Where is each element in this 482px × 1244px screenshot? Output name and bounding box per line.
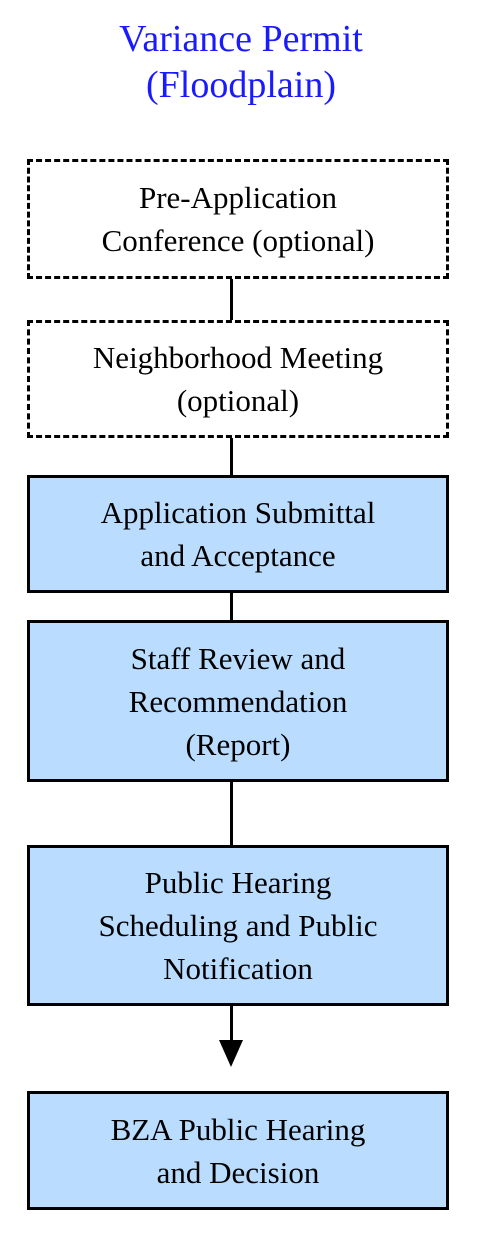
diagram-title: Variance Permit (Floodplain) [0,16,482,108]
step-text: Neighborhood Meeting [92,340,384,375]
step-pre-application-conference: Pre-Application Conference (optional) [27,159,449,279]
step-text: (Report) [185,726,291,762]
connector-1-2 [230,279,233,320]
title-line-2: (Floodplain) [146,64,336,106]
connector-4-5 [230,782,233,845]
step-text: Application Submittal [100,495,376,530]
step-text: Conference (optional) [101,223,375,258]
connector-2-3 [230,438,233,475]
step-staff-review: Staff Review and Recommendation (Report) [27,620,449,782]
step-text: and Acceptance [140,538,336,573]
step-text: (optional) [176,383,300,418]
step-text: Recommendation [128,683,348,719]
title-line-1: Variance Permit [119,18,363,60]
step-text: Scheduling and Public [98,908,378,943]
arrowhead [219,1040,243,1067]
step-text: and Decision [156,1154,320,1190]
step-application-submittal: Application Submittal and Acceptance [27,475,449,593]
step-text: BZA Public Hearing [110,1111,366,1147]
step-text: Notification [163,951,313,986]
step-text: Pre-Application [138,180,337,215]
step-neighborhood-meeting: Neighborhood Meeting (optional) [27,320,449,438]
step-text: Public Hearing [144,865,332,900]
connector-3-4 [230,593,233,620]
step-bza-public-hearing: BZA Public Hearing and Decision [27,1091,449,1210]
step-text: Staff Review and [130,640,346,676]
connector-5-6 [230,1006,233,1042]
step-public-hearing-scheduling: Public Hearing Scheduling and Public Not… [27,845,449,1006]
